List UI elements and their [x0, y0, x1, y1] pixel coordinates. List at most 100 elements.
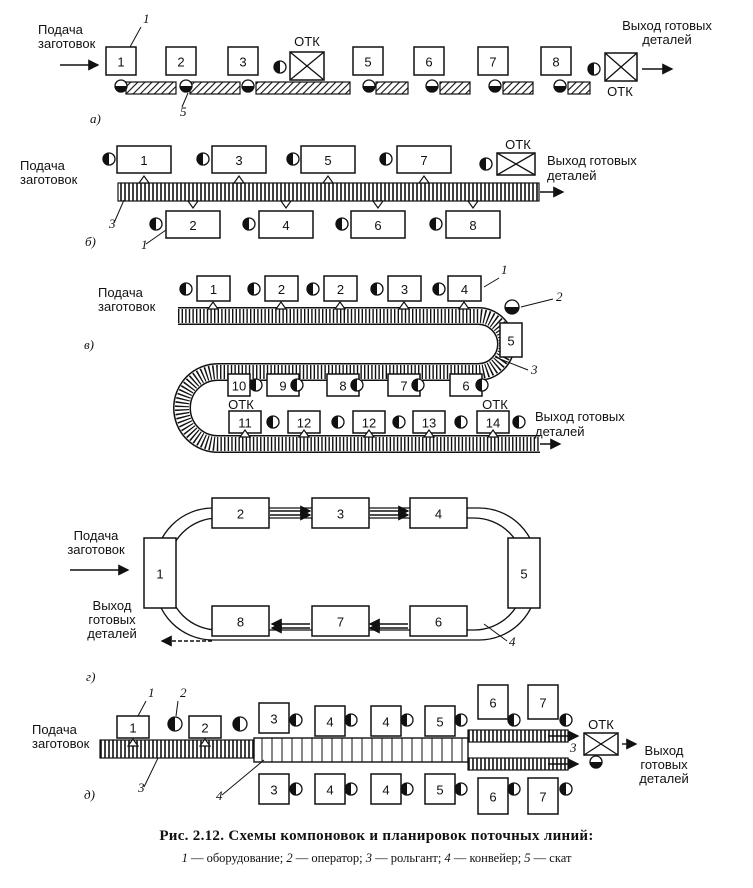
- v-transfer-row3-5: [486, 428, 500, 438]
- a-machine-3: [227, 46, 259, 76]
- b-machine-bottom-6-label: 6: [374, 218, 381, 233]
- g-callout-4: 4: [509, 634, 516, 649]
- d-operator-bottom-4-half: [455, 783, 461, 795]
- d-roller-feed: [99, 739, 255, 759]
- b-output-text-line-1: Выход готовых: [547, 153, 637, 168]
- v-transfer-row1-3: [333, 300, 347, 310]
- v-callout-2-leader: [520, 298, 554, 308]
- v-callout-1-leader: [483, 277, 500, 288]
- a-operator-7-half: [554, 86, 566, 92]
- v-machine-row2-5-label: 6: [462, 379, 469, 394]
- v-machine-row1-2-label: 2: [278, 282, 285, 297]
- d-operator-top-6-half: [560, 714, 566, 726]
- a-chute-4: [375, 81, 409, 95]
- d-machine-top-3-label: 4: [382, 715, 389, 730]
- v-machine-row2-3-label: 8: [339, 379, 346, 394]
- a-qc-box-out-cross-b: [604, 52, 638, 82]
- d-machine-feed-1-label: 1: [129, 721, 136, 736]
- v-operator-row3-5-half: [513, 416, 519, 428]
- b-machine-top-3-label: 3: [235, 153, 242, 168]
- v-callout-1: 1: [501, 262, 508, 277]
- a-operator-4-half: [363, 86, 375, 92]
- b-operator-bottom-1-half: [150, 218, 156, 230]
- v-operator-row3-2-half: [332, 416, 338, 428]
- b-transfer-bottom-8: [466, 200, 480, 210]
- v-operator-row1-2-half: [248, 283, 254, 295]
- g-output-text-line-1: Выход: [93, 598, 132, 613]
- b-machine-bottom-4: [258, 210, 314, 239]
- g-supply-text-line-1: Подача: [74, 528, 120, 543]
- d-machine-bottom-6: [527, 777, 559, 815]
- d-machine-feed-2-label: 2: [201, 721, 208, 736]
- v-machine-row1-1: [196, 275, 231, 302]
- a-output-text-line-2: деталей: [642, 32, 692, 47]
- b-machine-bottom-8: [445, 210, 501, 239]
- b-machine-top-1: [116, 145, 172, 174]
- g-output-text-line-2: готовых: [88, 612, 136, 627]
- d-machine-top-6-label: 7: [539, 696, 546, 711]
- b-operator-qc-half: [480, 158, 486, 170]
- g-machine-bottom-7-label: 7: [337, 615, 344, 630]
- d-transfer-feed-1: [126, 737, 140, 747]
- figure-caption-legend: 1 — оборудование; 2 — оператор; 3 — роль…: [0, 851, 753, 866]
- d-callout-2-leader: [175, 700, 179, 717]
- d-operator-top-3-half: [401, 714, 407, 726]
- v-machine-row2-4-label: 7: [400, 379, 407, 394]
- a-output-text-line-1: Выход готовых: [622, 18, 712, 33]
- d-machine-bottom-4: [424, 773, 456, 805]
- v-transfer-row1-2: [274, 300, 288, 310]
- b-machine-bottom-4-label: 4: [282, 218, 289, 233]
- b-qc-box-cross-b: [496, 152, 536, 176]
- d-machine-top-5: [477, 684, 509, 720]
- b-panel-label: б): [85, 234, 96, 249]
- b-machine-top-1-label: 1: [140, 153, 147, 168]
- v-supply-text-line-1: Подача: [98, 285, 144, 300]
- a-chute-1: [125, 81, 177, 95]
- d-output-text-line-3: деталей: [639, 771, 689, 786]
- b-machine-bottom-2-label: 2: [189, 218, 196, 233]
- v-transfer-row3-2: [297, 428, 311, 438]
- v-machine-row1-2: [264, 275, 299, 302]
- b-operator-top-2-half: [197, 153, 203, 165]
- d-operator-bottom-6-half: [560, 783, 566, 795]
- d-supply-text-line-2: заготовок: [32, 736, 90, 751]
- v-qc-label-1: ОТК: [228, 397, 254, 412]
- d-operator-bottom-2-half: [345, 783, 351, 795]
- d-operator-bottom-3-half: [401, 783, 407, 795]
- d-operator-top-4-half: [455, 714, 461, 726]
- d-operator-bottom-1-half: [290, 783, 296, 795]
- d-panel-label: д): [84, 787, 95, 802]
- g-machine-left-1: [143, 537, 177, 609]
- b-output-text-line-2: деталей: [547, 168, 597, 183]
- b-operator-top-3-half: [287, 153, 293, 165]
- b-supply-text-line-2: заготовок: [20, 172, 78, 187]
- a-machine-3-label: 3: [239, 55, 246, 70]
- b-transfer-bottom-4: [279, 200, 293, 210]
- v-machine-row3-1-label: 11: [238, 416, 252, 431]
- v-machine-row1-4-label: 3: [401, 282, 408, 297]
- v-operator-row2-2-half: [351, 379, 357, 391]
- b-callout-1: 1: [141, 237, 148, 252]
- v-machine-turn-5-label: 5: [507, 334, 514, 349]
- v-transfer-row3-1: [238, 428, 252, 438]
- g-machine-top-4: [409, 497, 468, 529]
- legend-item-3: 3 — рольгант;: [365, 851, 445, 865]
- a-operator-5-half: [426, 86, 438, 92]
- d-callout-3-right: 3: [569, 740, 577, 755]
- d-machine-bottom-5-label: 6: [489, 790, 496, 805]
- b-transfer-bottom-2: [186, 200, 200, 210]
- v-output-text-line-1: Выход готовых: [535, 409, 625, 424]
- a-chute-5: [439, 81, 471, 95]
- d-machine-top-2: [314, 705, 346, 737]
- a-chute-7: [567, 81, 591, 95]
- a-qc-label-out: ОТК: [607, 84, 633, 99]
- b-machine-top-5-label: 5: [324, 153, 331, 168]
- a-machine-1: [105, 46, 137, 76]
- g-callout-4-leader: [483, 623, 508, 642]
- v-transfer-row3-4: [422, 428, 436, 438]
- b-machine-bottom-2: [165, 210, 221, 239]
- b-machine-top-3: [211, 145, 267, 174]
- a-operator-qc-half: [274, 61, 280, 73]
- g-machine-left-1-label: 1: [156, 567, 163, 582]
